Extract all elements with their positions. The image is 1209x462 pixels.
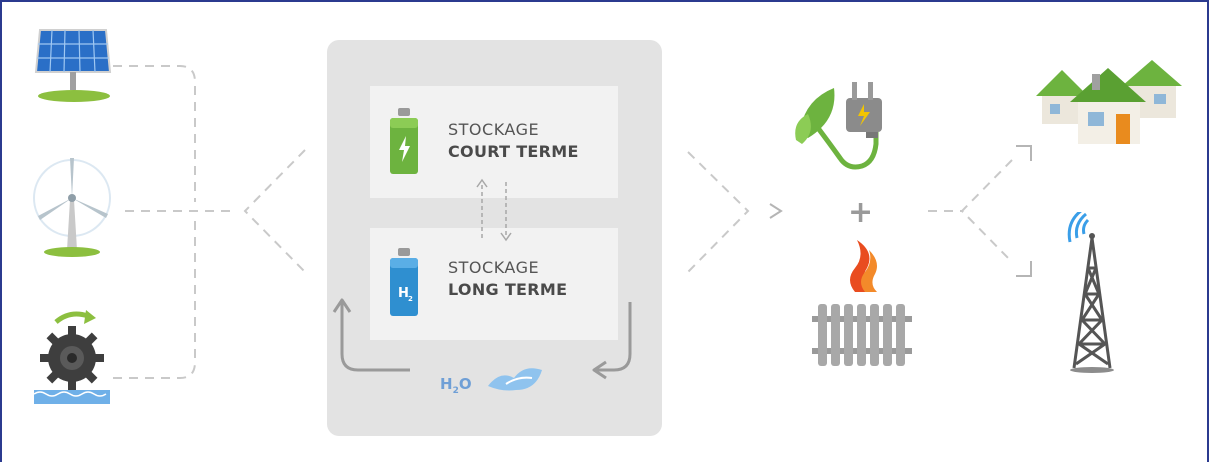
short-term-storage-card: STOCKAGE COURT TERME (370, 86, 618, 198)
water-wave-icon (488, 368, 542, 391)
short-storage-subtitle: COURT TERME (448, 142, 579, 161)
green-plug-icon (795, 82, 882, 170)
antenna-tower-icon (1067, 212, 1114, 373)
left-cycle-arrow (340, 302, 410, 372)
solar-connector (113, 65, 196, 202)
long-term-storage-card: H 2 STOCKAGE LONG TERME (370, 228, 618, 340)
arrow-to-use (769, 203, 783, 219)
arrow-to-antenna (1016, 261, 1032, 277)
green-battery-icon (390, 108, 418, 174)
wind-turbine-icon (33, 158, 111, 257)
distribution-chevron (960, 159, 1013, 263)
long-storage-subtitle: LONG TERME (448, 280, 568, 299)
solar-panel-icon (34, 29, 112, 102)
output-chevron (687, 151, 750, 273)
plus-sign: + (848, 195, 874, 230)
short-storage-title: STOCKAGE (448, 120, 540, 139)
h2-badge-sub: 2 (408, 295, 413, 303)
right-cycle-arrow (596, 302, 632, 372)
water-h: H (440, 375, 453, 393)
hydro-connector (113, 220, 196, 379)
water-wheel-icon (33, 310, 110, 404)
water-o: O (458, 375, 472, 393)
left-chevron (243, 149, 306, 273)
water-label: H2O (440, 375, 472, 396)
hydrogen-tank-icon: H 2 (390, 248, 418, 316)
arrow-to-houses (1016, 145, 1032, 161)
h2-badge-letter: H (398, 286, 409, 301)
water-sub: 2 (452, 386, 459, 396)
houses-icon (1036, 60, 1182, 144)
radiator-icon (812, 304, 912, 366)
heat-flame-icon (850, 240, 877, 292)
long-storage-title: STOCKAGE (448, 258, 540, 277)
